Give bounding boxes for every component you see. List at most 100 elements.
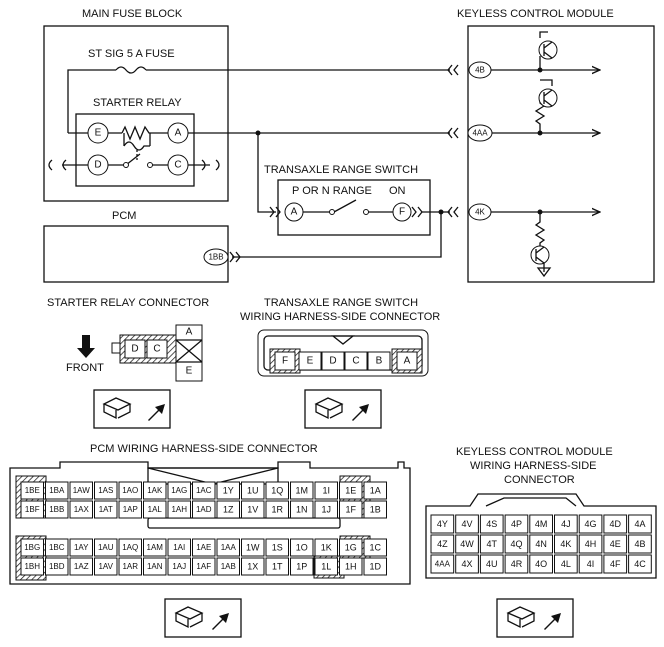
svg-text:B: B <box>376 356 383 367</box>
pin-cell <box>363 481 387 500</box>
pin-cell <box>143 500 167 519</box>
svg-text:F: F <box>282 356 288 367</box>
pin-cell <box>20 481 44 500</box>
pin-cell <box>69 538 93 557</box>
pin-label: 4Y <box>437 519 448 529</box>
pin-label: 1R <box>271 505 283 515</box>
pin-cell <box>529 554 553 574</box>
relay-switch-icon <box>108 153 168 166</box>
svg-text:A: A <box>404 356 411 367</box>
pin-label: 4Q <box>510 539 522 549</box>
pin-cell <box>455 534 479 554</box>
trs-connector-title-1: TRANSAXLE RANGE SWITCH <box>264 297 418 309</box>
svg-text:F: F <box>399 207 405 218</box>
pin-cell <box>94 538 118 557</box>
pin-cell <box>265 500 289 519</box>
kcm-connector-title-2: WIRING HARNESS-SIDE <box>470 460 597 472</box>
pin-label: 1BA <box>49 486 65 495</box>
svg-text:C: C <box>352 356 359 367</box>
pin-cell <box>216 538 240 557</box>
pin-label: 1L <box>321 562 331 572</box>
pin-cell <box>479 554 504 574</box>
pin-cell <box>265 481 289 500</box>
pin-cell <box>314 538 338 557</box>
pin-label: 1BB <box>49 505 64 514</box>
pin-cell <box>479 514 504 534</box>
front-label: FRONT <box>66 362 104 374</box>
pin-label: 1J <box>321 505 331 515</box>
pin-cell <box>167 538 191 557</box>
pin-label: 1Z <box>223 505 234 515</box>
pin-cell <box>504 554 529 574</box>
pin-cell <box>265 557 289 576</box>
pin-cell <box>363 500 387 519</box>
pin-label: 1D <box>369 562 381 572</box>
pin-cell <box>69 557 93 576</box>
trs-range-label: P OR N RANGE <box>292 185 372 197</box>
pin-label: 1X <box>247 562 258 572</box>
pin-cell <box>192 557 216 576</box>
pin-label: 4W <box>460 539 474 549</box>
pin-label: 4V <box>462 519 473 529</box>
pin-cell <box>118 557 142 576</box>
pin-cell <box>455 514 479 534</box>
pin-cell <box>94 500 118 519</box>
pin-cell <box>265 538 289 557</box>
pin-label: 1Y <box>223 486 234 496</box>
pin-label: 1Q <box>271 486 283 496</box>
pin-cell <box>241 481 265 500</box>
pin-label: 1G <box>345 543 357 553</box>
pin-label: 4G <box>585 519 597 529</box>
pin-cell <box>118 481 142 500</box>
main-fuse-block-title: MAIN FUSE BLOCK <box>82 8 183 20</box>
pin-label: 1AF <box>196 562 211 571</box>
plug-icon-kcm <box>496 598 574 638</box>
pin-cell <box>628 534 652 554</box>
pin-label: 1AG <box>171 486 187 495</box>
keyless-control-module-title: KEYLESS CONTROL MODULE <box>457 8 614 20</box>
pin-label: 1BE <box>25 486 40 495</box>
pin-label: 4O <box>535 559 547 569</box>
pin-label: 1A <box>370 486 381 496</box>
svg-text:C: C <box>153 344 160 355</box>
pin-cell <box>167 557 191 576</box>
pin-label: 4I <box>587 559 595 569</box>
pin-label: 1F <box>345 505 356 515</box>
trs-switch-icon <box>303 199 393 213</box>
ground-icon <box>536 267 552 278</box>
plug-icon-pcm <box>164 598 242 638</box>
keyless-control-module-box <box>467 25 655 283</box>
pin-cell <box>216 557 240 576</box>
pin-cell <box>20 538 44 557</box>
plug-icon-trs <box>304 389 382 429</box>
pin-cell <box>339 481 363 500</box>
pin-label: 1BC <box>49 543 65 552</box>
pin-cell <box>339 500 363 519</box>
svg-text:D: D <box>329 356 336 367</box>
pin-cell <box>290 500 314 519</box>
pin-cell <box>143 557 167 576</box>
pin-label: 1C <box>369 543 381 553</box>
pin-label: 1AY <box>74 543 89 552</box>
pin-cell <box>554 534 578 554</box>
pin-cell <box>45 500 69 519</box>
pin-label: 4B <box>634 539 645 549</box>
svg-text:E: E <box>95 128 102 139</box>
kcm-connector-title-3: CONNECTOR <box>504 474 575 486</box>
pin-label: 1AP <box>123 505 138 514</box>
pin-cell <box>241 500 265 519</box>
pin-label: 1BH <box>24 562 40 571</box>
pin-cell <box>554 514 578 534</box>
pin-label: 4P <box>511 519 522 529</box>
pin-label: 1AN <box>147 562 163 571</box>
pin-label: 1AZ <box>74 562 89 571</box>
pin-cell <box>554 554 578 574</box>
pin-cell <box>118 500 142 519</box>
pin-cell <box>118 538 142 557</box>
pin-cell <box>455 554 479 574</box>
pin-cell <box>290 557 314 576</box>
pin-label: 1B <box>370 505 381 515</box>
